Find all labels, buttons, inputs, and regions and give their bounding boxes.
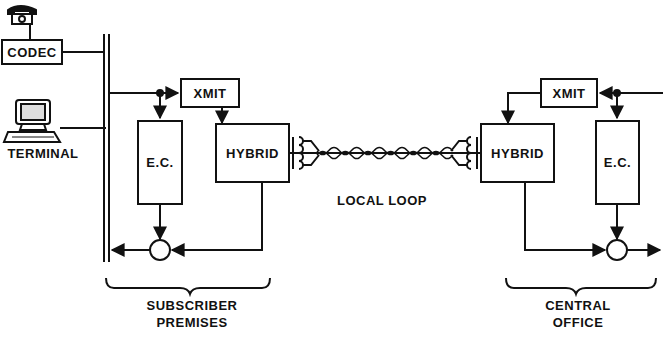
summing-junction xyxy=(607,240,627,260)
region-label: SUBSCRIBER PREMISES xyxy=(128,297,256,331)
telephone-icon xyxy=(8,6,36,40)
loop-label: LOCAL LOOP xyxy=(322,192,442,209)
terminal-icon xyxy=(4,100,106,142)
region-label: CENTRAL OFFICE xyxy=(524,297,632,331)
summing-junction xyxy=(150,240,170,260)
box-label: XMIT xyxy=(193,86,226,101)
transmitter-box: XMIT xyxy=(540,78,598,108)
box-label: HYBRID xyxy=(491,146,544,161)
signal-arrow xyxy=(221,108,223,123)
signal-arrow xyxy=(508,93,540,123)
twisted-pair xyxy=(293,137,477,169)
box-label: CODEC xyxy=(7,45,56,60)
bracket xyxy=(106,278,270,294)
transmitter-box: XMIT xyxy=(180,78,240,108)
terminal-label: TERMINAL xyxy=(2,145,84,162)
box-label: XMIT xyxy=(552,86,585,101)
codec-box: CODEC xyxy=(1,39,63,65)
hybrid-box: HYBRID xyxy=(480,123,555,183)
box-label: E.C. xyxy=(604,155,631,170)
box-label: HYBRID xyxy=(226,146,279,161)
box-label: E.C. xyxy=(146,155,173,170)
hybrid-box: HYBRID xyxy=(215,123,290,183)
bracket xyxy=(506,278,656,294)
echo-canceller-box: E.C. xyxy=(595,120,640,205)
echo-canceller-box: E.C. xyxy=(137,120,183,205)
